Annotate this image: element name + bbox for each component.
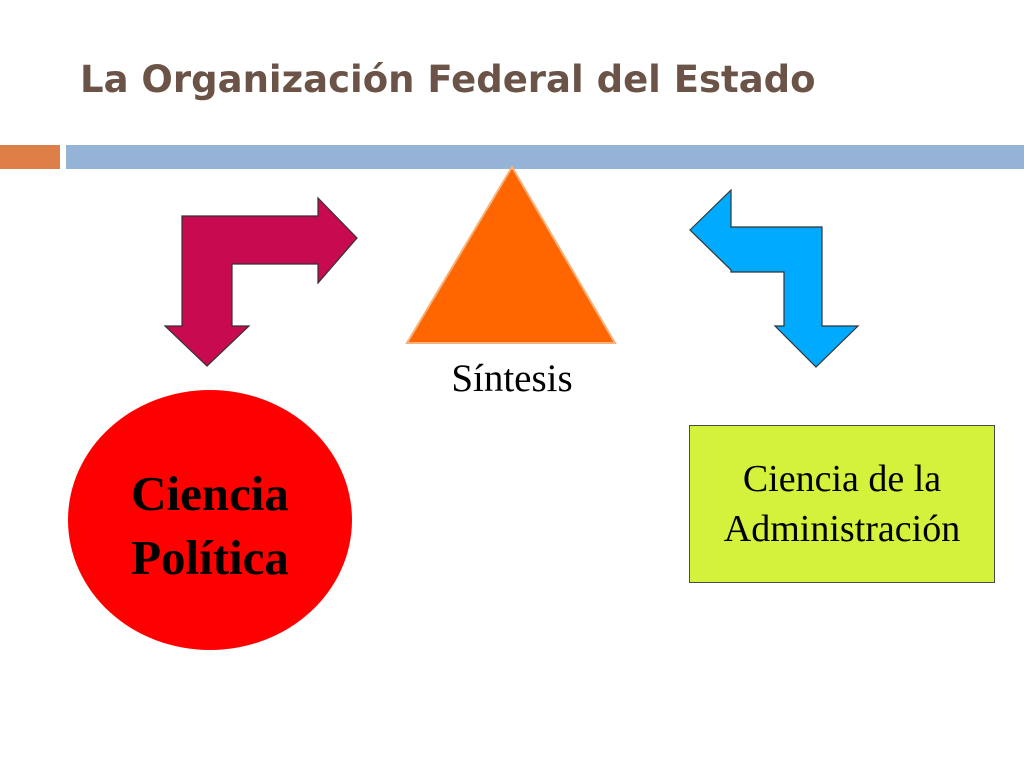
- bent-arrow-right-down-icon: [163, 196, 358, 367]
- administration-box-bg: [689, 425, 995, 583]
- circle-line-1: Ciencia: [131, 466, 289, 521]
- title-accent-bar: [0, 145, 60, 169]
- administration-science-box: Ciencia de la Administración: [689, 425, 995, 583]
- box-line-2: Administración: [723, 508, 961, 550]
- bent-arrow-left-down-icon: [689, 188, 860, 368]
- synthesis-triangle: [405, 165, 617, 344]
- political-science-label: Ciencia Política: [68, 462, 352, 590]
- page-title: La Organización Federal del Estado: [80, 58, 816, 101]
- box-line-1: Ciencia de la: [742, 458, 942, 500]
- synthesis-label: Síntesis: [451, 357, 573, 400]
- circle-line-2: Política: [131, 530, 289, 585]
- political-science-circle: [68, 390, 352, 650]
- title-divider-bar: [66, 145, 1024, 169]
